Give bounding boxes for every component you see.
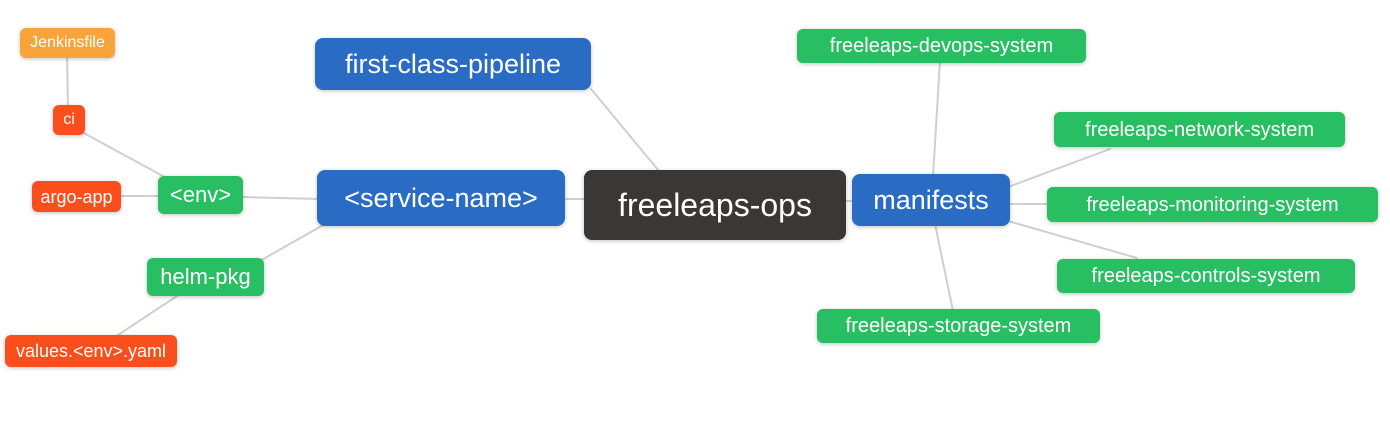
edge-manifests-devops-system	[932, 60, 941, 177]
node-freeleaps-monitoring-system[interactable]: freeleaps-monitoring-system	[1047, 187, 1378, 222]
edge-helm-pkg-values-env-yaml	[114, 293, 181, 338]
node-helm-pkg[interactable]: helm-pkg	[147, 258, 264, 296]
edge-env-service-name	[239, 196, 321, 200]
node-freeleaps-ops[interactable]: freeleaps-ops	[584, 170, 846, 240]
edge-manifests-controls-system	[1007, 220, 1138, 259]
node-env[interactable]: <env>	[158, 176, 243, 214]
node-jenkinsfile[interactable]: Jenkinsfile	[20, 28, 115, 58]
edge-jenkinsfile-ci	[66, 54, 69, 109]
node-argo-app[interactable]: argo-app	[32, 181, 121, 212]
node-freeleaps-storage-system[interactable]: freeleaps-storage-system	[817, 309, 1100, 343]
edge-service-name-helm-pkg	[257, 223, 326, 263]
edge-pipeline-ops	[590, 88, 660, 172]
edge-manifests-network-system	[1007, 148, 1111, 188]
node-freeleaps-devops-system[interactable]: freeleaps-devops-system	[797, 29, 1086, 63]
node-freeleaps-controls-system[interactable]: freeleaps-controls-system	[1057, 259, 1355, 293]
node-freeleaps-network-system[interactable]: freeleaps-network-system	[1054, 112, 1345, 147]
node-first-class-pipeline[interactable]: first-class-pipeline	[315, 38, 591, 90]
node-manifests[interactable]: manifests	[852, 174, 1010, 226]
node-service-name[interactable]: <service-name>	[317, 170, 565, 226]
edge-ci-env	[81, 131, 171, 181]
edge-manifests-storage-system	[934, 223, 954, 312]
node-values-env-yaml[interactable]: values.<env>.yaml	[5, 335, 177, 367]
node-ci[interactable]: ci	[53, 105, 85, 135]
